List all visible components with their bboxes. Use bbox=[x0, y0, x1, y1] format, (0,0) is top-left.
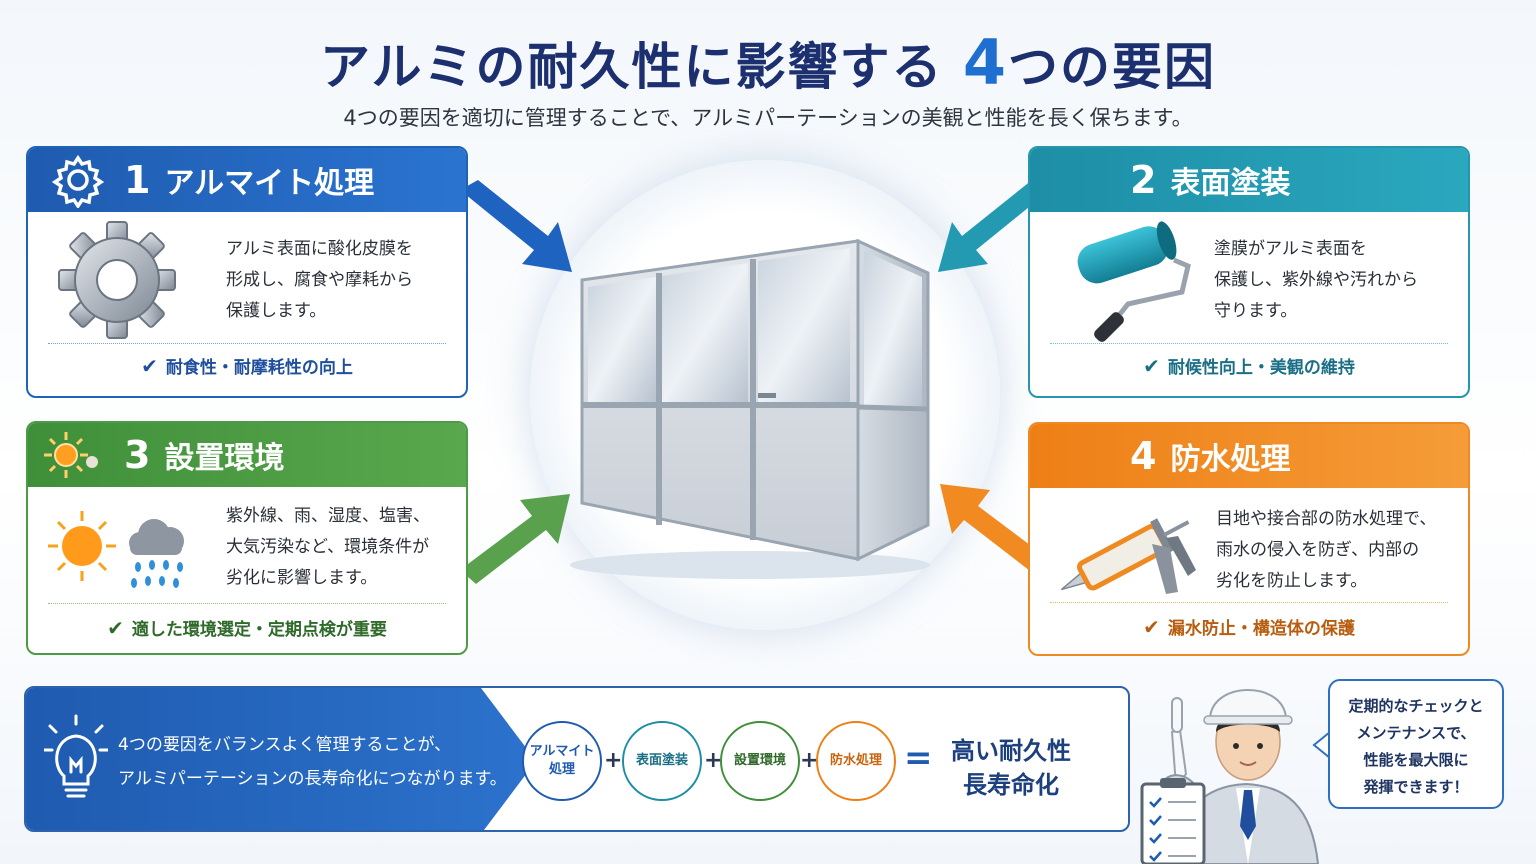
bubble-label: 処理 bbox=[548, 762, 575, 777]
summary-line: 4つの要因をバランスよく管理することが、 bbox=[118, 735, 452, 755]
gear-outline-icon bbox=[51, 154, 105, 208]
factor-number: 2 bbox=[1130, 158, 1157, 202]
factor-name: 防水処理 bbox=[1170, 442, 1291, 477]
check-icon: ✔ bbox=[141, 354, 158, 378]
divider bbox=[48, 603, 446, 604]
factor-card-1: 1 アルマイト処理 アルミ表面に酸化皮膜を bbox=[26, 146, 468, 398]
factor-card-4-header: 4 防水処理 bbox=[1030, 424, 1468, 488]
summary-line: アルミパーテーションの長寿命化につながります。 bbox=[118, 769, 507, 789]
divider bbox=[48, 343, 446, 344]
factor-number: 1 bbox=[124, 158, 151, 202]
factor-description: 塗膜がアルミ表面を 保護し、紫外線や汚れから 守ります。 bbox=[1214, 234, 1418, 327]
bubble-waterproofing: 防水処理 bbox=[816, 721, 896, 801]
divider bbox=[1050, 343, 1448, 344]
bubble-label: 防水処理 bbox=[829, 753, 882, 768]
factor-benefit: ✔ 耐候性向上・美観の維持 bbox=[1030, 353, 1468, 378]
factor-benefit: ✔ 耐食性・耐摩耗性の向上 bbox=[28, 353, 466, 378]
page-subtitle: 4つの要因を適切に管理することで、アルミパーテーションの美観と性能を長く保ちます… bbox=[343, 106, 1193, 130]
summary-panel: 4つの要因をバランスよく管理することが、 アルミパーテーションの長寿命化につなが… bbox=[24, 686, 1130, 832]
result-line: 高い耐久性 bbox=[951, 737, 1071, 765]
summary-message: 4つの要因をバランスよく管理することが、 アルミパーテーションの長寿命化につなが… bbox=[118, 728, 507, 796]
factor-description: 紫外線、雨、湿度、塩害、 大気汚染など、環境条件が 劣化に影響します。 bbox=[226, 501, 430, 594]
paint-roller-icon bbox=[1077, 221, 1191, 342]
bubble-label: 設置環境 bbox=[733, 753, 786, 768]
desc-line: 大気汚染など、環境条件が bbox=[226, 537, 430, 557]
factor-card-2: 2 表面塗装 塗膜がアルミ表面を 保護し、紫外線や汚れから 守ります。 ✔ 耐候性… bbox=[1028, 146, 1470, 398]
plus-sign: + bbox=[704, 748, 723, 773]
page-title: アルミの耐久性に影響する 4つの要因 bbox=[0, 26, 1536, 99]
desc-line: 目地や接合部の防水処理で、 bbox=[1216, 509, 1437, 529]
check-icon: ✔ bbox=[107, 616, 124, 640]
desc-line: 劣化を防止します。 bbox=[1216, 571, 1368, 591]
benefit-text: 適した環境選定・定期点検が重要 bbox=[131, 620, 387, 640]
sun-small-icon bbox=[44, 432, 98, 478]
sun-rain-icon bbox=[48, 511, 184, 588]
equals-sign: = bbox=[904, 738, 933, 778]
factor-benefit: ✔ 漏水防止・構造体の保護 bbox=[1030, 614, 1468, 639]
desc-line: 保護し、紫外線や汚れから bbox=[1214, 270, 1418, 290]
plus-sign: + bbox=[800, 748, 819, 773]
result-line: 長寿命化 bbox=[963, 771, 1059, 799]
factor-card-3-header: 3 設置環境 bbox=[28, 423, 466, 487]
summary-result: 高い耐久性 長寿命化 bbox=[946, 734, 1076, 802]
arrow-from-card1 bbox=[460, 180, 572, 272]
summary-banner-bg bbox=[26, 688, 536, 830]
benefit-text: 漏水防止・構造体の保護 bbox=[1167, 619, 1355, 639]
arrow-from-card4 bbox=[940, 484, 1050, 574]
speech-line: 定期的なチェックと bbox=[1348, 697, 1484, 715]
factor-card-4-body: 目地や接合部の防水処理で、 雨水の侵入を防ぎ、内部の 劣化を防止します。 bbox=[1030, 488, 1468, 618]
desc-line: アルミ表面に酸化皮膜を bbox=[226, 239, 413, 259]
speech-line: メンテナンスで、 bbox=[1356, 724, 1476, 742]
check-icon: ✔ bbox=[1143, 615, 1160, 639]
desc-line: 劣化に影響します。 bbox=[226, 568, 378, 588]
factor-card-2-header: 2 表面塗装 bbox=[1030, 148, 1468, 212]
factor-card-3: 3 設置環境 紫外線、雨、湿度、塩害、 大気汚染など、環境条件が 劣化に bbox=[26, 421, 468, 655]
factor-card-1-body: アルミ表面に酸化皮膜を 形成し、腐食や摩耗から 保護します。 bbox=[28, 212, 466, 342]
desc-line: 保護します。 bbox=[226, 301, 327, 321]
benefit-text: 耐食性・耐摩耗性の向上 bbox=[165, 358, 353, 378]
factor-card-3-body: 紫外線、雨、湿度、塩害、 大気汚染など、環境条件が 劣化に影響します。 bbox=[28, 487, 466, 617]
speech-bubble: 定期的なチェックと メンテナンスで、 性能を最大限に 発揮できます！ bbox=[1328, 679, 1504, 809]
check-icon: ✔ bbox=[1143, 354, 1160, 378]
partition-illustration bbox=[570, 238, 930, 579]
bubble-environment: 設置環境 bbox=[720, 721, 800, 801]
divider bbox=[1050, 602, 1448, 603]
bubble-label: 表面塗装 bbox=[635, 753, 688, 768]
factor-name: アルマイト処理 bbox=[164, 166, 375, 201]
bubble-coating: 表面塗装 bbox=[622, 721, 702, 801]
caulking-gun-icon bbox=[1060, 518, 1196, 594]
desc-line: 雨水の侵入を防ぎ、内部の bbox=[1216, 540, 1420, 560]
benefit-text: 耐候性向上・美観の維持 bbox=[1167, 358, 1355, 378]
worker-illustration bbox=[1140, 689, 1320, 864]
lightbulb-icon bbox=[44, 714, 108, 798]
desc-line: 紫外線、雨、湿度、塩害、 bbox=[226, 506, 430, 526]
desc-line: 塗膜がアルミ表面を bbox=[1214, 239, 1367, 259]
speech-line: 発揮できます！ bbox=[1363, 778, 1469, 796]
factor-benefit: ✔ 適した環境選定・定期点検が重要 bbox=[28, 615, 466, 640]
factor-description: アルミ表面に酸化皮膜を 形成し、腐食や摩耗から 保護します。 bbox=[226, 234, 413, 327]
factor-description: 目地や接合部の防水処理で、 雨水の侵入を防ぎ、内部の 劣化を防止します。 bbox=[1216, 504, 1436, 597]
bubble-label: アルマイト bbox=[529, 744, 595, 759]
factor-card-2-body: 塗膜がアルミ表面を 保護し、紫外線や汚れから 守ります。 bbox=[1030, 212, 1468, 342]
desc-line: 形成し、腐食や摩耗から bbox=[226, 270, 413, 290]
factor-name: 表面塗装 bbox=[1170, 166, 1291, 201]
gear-icon bbox=[58, 221, 176, 339]
title-suffix: つの要因 bbox=[1008, 38, 1217, 96]
title-number: 4 bbox=[962, 26, 1009, 99]
title-prefix: アルミの耐久性に影響する bbox=[319, 38, 963, 96]
factor-card-4: 4 防水処理 目地や接合部の防水処理で、 雨水の侵入を防ぎ、内部の 劣化を防止し… bbox=[1028, 422, 1470, 656]
arrow-from-card3 bbox=[460, 494, 570, 584]
bubble-anodizing: アルマイト処理 bbox=[522, 721, 602, 801]
factor-number: 3 bbox=[124, 433, 151, 477]
factor-card-1-header: 1 アルマイト処理 bbox=[28, 148, 466, 212]
arrow-from-card2 bbox=[938, 180, 1050, 272]
speech-line: 性能を最大限に bbox=[1363, 751, 1469, 769]
plus-sign: + bbox=[604, 748, 623, 773]
factor-number: 4 bbox=[1130, 434, 1157, 478]
desc-line: 守ります。 bbox=[1214, 301, 1298, 321]
factor-name: 設置環境 bbox=[164, 441, 285, 476]
